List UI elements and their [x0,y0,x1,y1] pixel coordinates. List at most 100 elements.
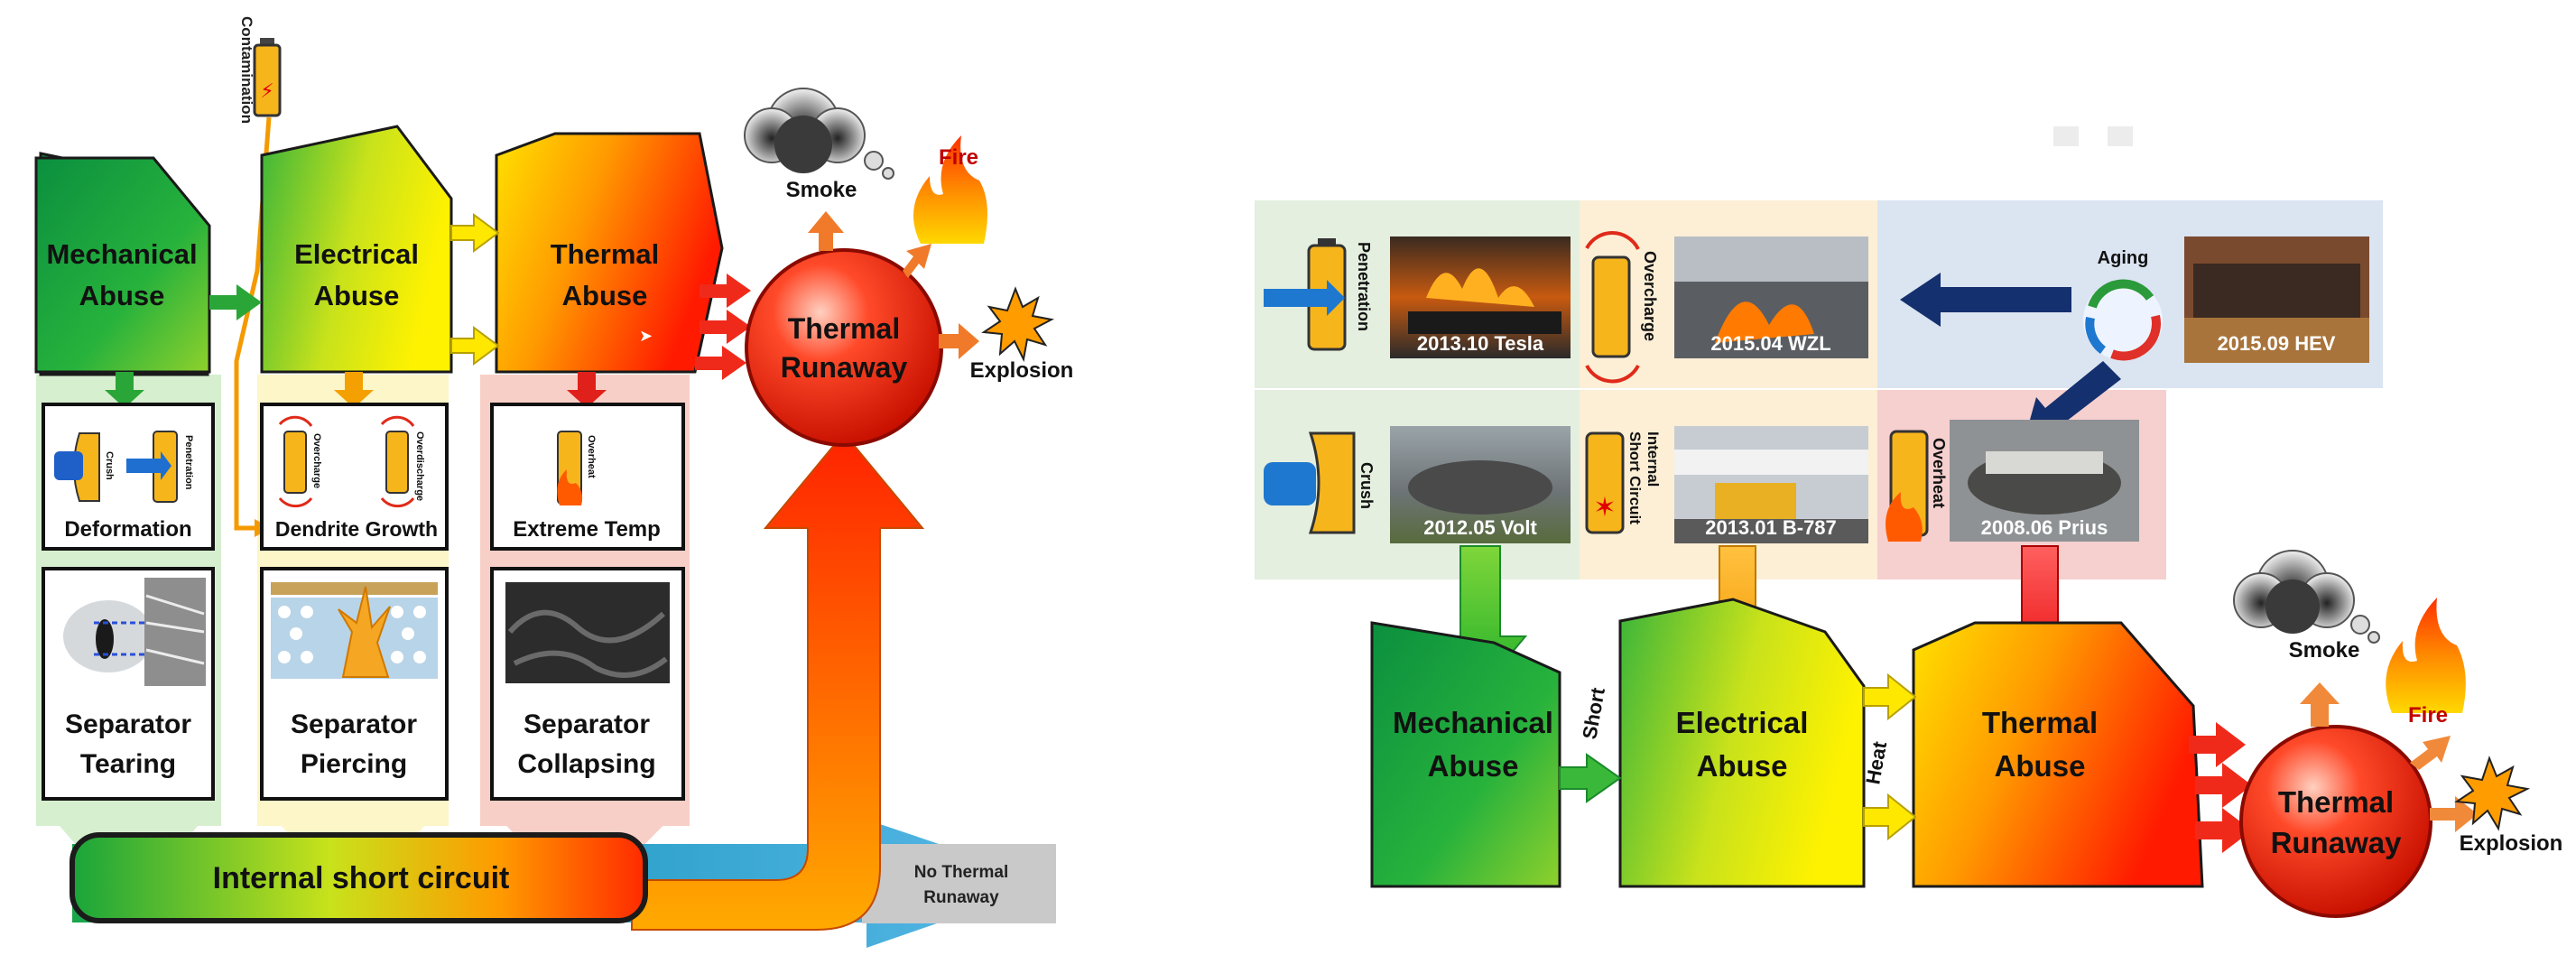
photo-prius: 2008.06 Prius [1950,420,2139,542]
separator-piercing-label-2: Piercing [301,749,407,779]
contamination-battery-icon [253,43,282,117]
extreme-temp-box [490,403,685,551]
contamination-label: Contamination [238,16,255,124]
r-fire-label: Fire [2408,703,2448,728]
r-therm-to-runaway-arrow-1 [2189,722,2246,767]
heat-arrow-2 [1863,793,1917,841]
r-runaway-to-explosion-arrow [2430,796,2478,832]
therm-to-runaway-arrow-2 [700,310,751,344]
faint-mark-1 [2053,126,2079,146]
aging-to-overcharge-arrow [1900,273,2071,327]
fire-icon [913,135,987,244]
r-smoke-icon [2233,550,2380,644]
tearing-hole [96,619,114,659]
photo-hev: 2015.09 HEV [2184,236,2369,363]
photo-volt-caption: 2012.05 Volt [1423,516,1537,539]
photo-wzl: 2015.04 WZL [1674,236,1868,358]
mechanical-abuse-label: Mechanical [46,238,197,270]
thermal-runaway-label: Thermal [788,312,900,345]
runaway-to-explosion-arrow [939,323,979,359]
internal-short-circuit-bar [69,832,648,923]
piercing-top-layer [271,582,438,595]
contamination-battery-cap [260,38,274,45]
short-label: Short [1578,685,1609,741]
overcharge-cycle-icon [278,415,313,508]
no-thermal-runaway-label-2: Runaway [923,888,999,907]
penetration-battery-cap [1318,238,1336,246]
photo-b787-caption: 2013.01 B-787 [1705,516,1837,539]
overdischarge-battery [385,431,409,494]
r-mechanical-abuse-label: Mechanical [1393,706,1553,739]
crush-plate-icon [1264,462,1316,505]
piercing-dendrite [338,586,391,678]
crush-label: Crush [1357,462,1376,509]
internal-short-battery-icon [1585,431,1625,534]
no-thermal-runaway-box [862,844,1056,923]
r-electrical-abuse-block [1618,598,1866,888]
elec-down-arrow [334,372,374,408]
internal-short-label-2: Short Circuit [1626,431,1644,524]
deformation-label: Deformation [64,517,191,542]
overcharge-cycle-arrows [1585,231,1640,384]
overheat-label: Overheat [1930,438,1948,508]
separator-tearing-label: Separator [65,709,191,739]
heat-arrow-1 [1863,672,1917,721]
short-arrow [1559,753,1622,803]
r-thermal-abuse-block [1912,621,2204,888]
r-explosion-icon [2454,756,2531,831]
thermal-abuse-label: Thermal [551,238,660,270]
photo-b787: 2013.01 B-787 [1674,426,1868,543]
separator-piercing-label: Separator [291,709,417,739]
r-smoke-label: Smoke [2289,638,2360,663]
r-runaway-to-fire-arrow [2410,736,2451,770]
right-diagram: Penetration 2013.10 Tesla Overcharge 201… [1255,126,2562,918]
overcharge-label: Overcharge [311,433,322,488]
elec-to-therm-arrow-2 [450,326,500,366]
no-thermal-runaway-label: No Thermal [914,863,1009,882]
r-mechanical-abuse-label-2: Abuse [1428,749,1519,783]
therm-to-runaway-arrow-1 [700,274,751,308]
contamination-spark: ⚡ [260,79,273,102]
r-thermal-runaway-label-2: Runaway [2271,826,2403,859]
mech-to-elec-arrow [209,284,262,320]
thermal-runaway-label-2: Runaway [781,351,908,384]
overheat-flame-icon [557,469,583,505]
faint-mark-2 [2108,126,2133,146]
internal-short-label: Internal [1645,431,1662,487]
thermal-abuse-block [495,132,724,374]
r-therm-to-runaway-arrow-3 [2195,808,2252,853]
r-thermal-runaway-label: Thermal [2278,785,2394,819]
separator-tearing-label-2: Tearing [80,749,176,779]
separator-collapsing-label: Separator [524,709,650,739]
separator-collapsing-label-2: Collapsing [517,749,655,779]
aging-label: Aging [2098,248,2149,268]
photo-tesla-caption: 2013.10 Tesla [1417,332,1544,355]
overheat-label: Overheat [586,435,597,478]
thermal-runaway-ball [745,248,943,447]
r-electrical-abuse-label-2: Abuse [1697,749,1788,783]
electrical-abuse-label: Electrical [294,238,419,270]
cursor-icon: ➤ [639,327,653,345]
photo-wzl-caption: 2015.04 WZL [1710,332,1830,355]
isc-to-runaway-arrow [631,431,925,931]
crush-battery-icon [1308,431,1356,534]
r-runaway-to-smoke-arrow [2300,682,2340,727]
overdischarge-cycle-icon [380,415,415,508]
photo-tesla: 2013.10 Tesla [1390,236,1571,358]
explosion-icon [981,286,1054,363]
heat-label: Heat [1861,739,1891,786]
r-fire-icon [2386,598,2466,713]
internal-short-spark: ✶ [1593,493,1616,523]
dendrite-growth-label: Dendrite Growth [275,517,438,541]
crush-plate [54,451,83,480]
fire-label: Fire [939,145,978,170]
photo-volt: 2012.05 Volt [1390,426,1571,543]
r-thermal-runaway-ball [2239,725,2432,918]
penetration-nail-icon [1264,280,1345,316]
photo-hev-caption: 2015.09 HEV [2218,332,2336,355]
overcharge-label: Overcharge [1641,251,1659,341]
photo-prius-caption: 2008.06 Prius [1981,516,2108,539]
overcharge-battery-icon [1591,255,1631,358]
r-electrical-abuse-label: Electrical [1676,706,1809,739]
